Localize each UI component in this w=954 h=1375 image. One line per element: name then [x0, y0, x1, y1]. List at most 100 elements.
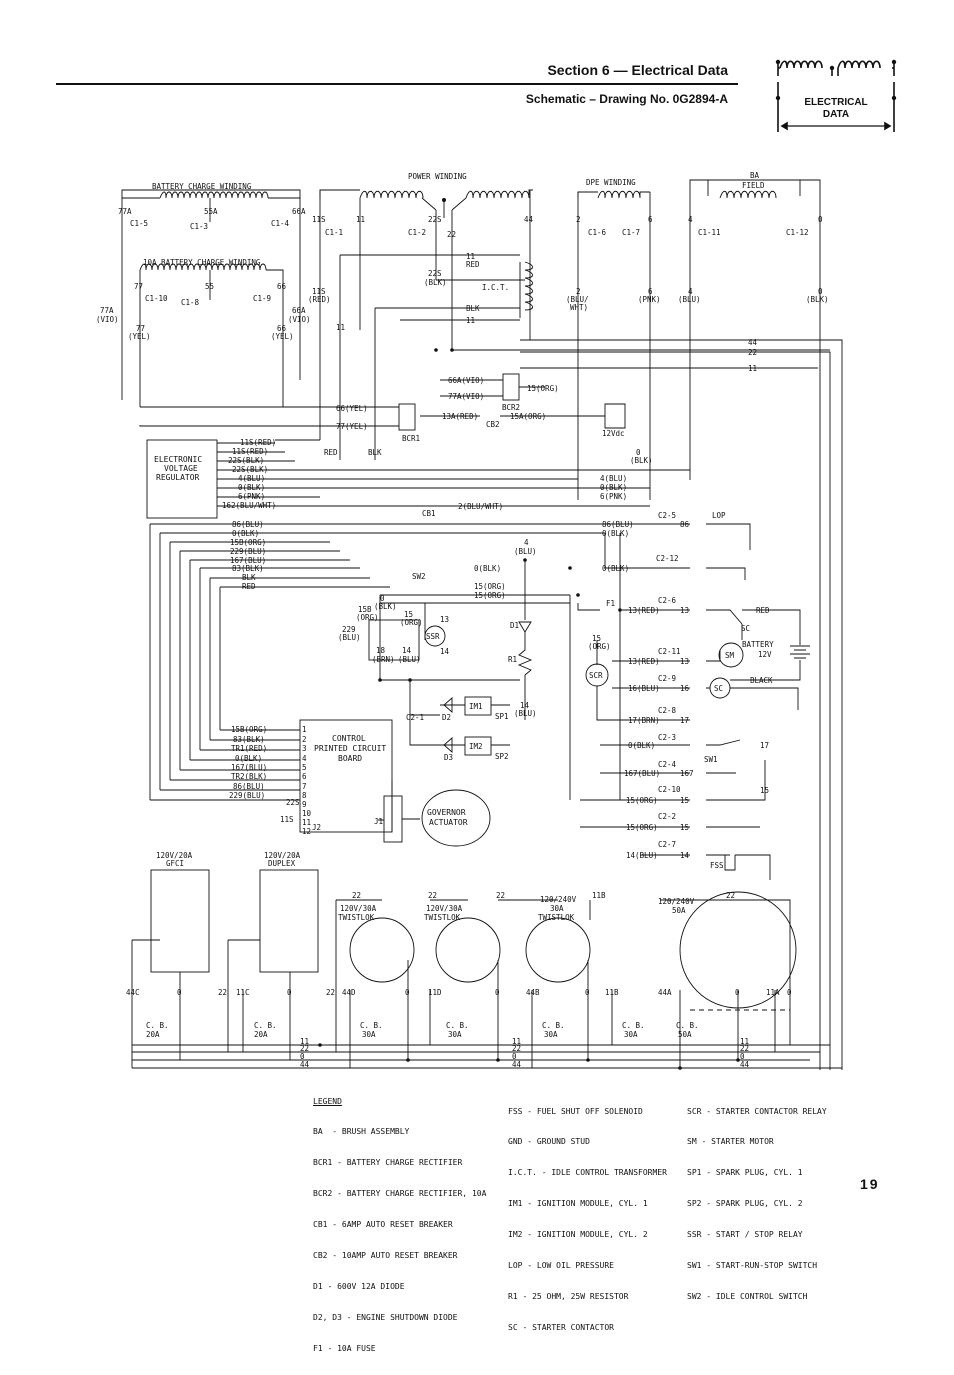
wire-label: C1-8	[181, 298, 200, 307]
wire-label: 167(BLU)	[230, 556, 266, 565]
wire-label: 0	[495, 988, 500, 997]
wire-label: 12	[302, 827, 311, 836]
wire-label: C2-12	[656, 554, 679, 563]
evr-label-3: REGULATOR	[156, 473, 200, 482]
bcr2-label: BCR2	[502, 403, 520, 412]
power-winding-label: POWER WINDING	[408, 172, 467, 181]
j1-label: J1	[374, 817, 383, 826]
header-rule	[56, 83, 738, 85]
battery-label-1: BATTERY	[742, 640, 774, 649]
sp1-label: SP1	[495, 712, 509, 721]
wire-label: C2-5	[658, 511, 676, 520]
legend-item: GND - GROUND STUD	[508, 1137, 590, 1147]
wire-label: 11D	[428, 988, 442, 997]
legend-item: I.C.T. - IDLE CONTROL TRANSFORMER	[508, 1168, 667, 1178]
legend-item: SP1 - SPARK PLUG, CYL. 1	[687, 1168, 803, 1178]
wire-label: 14(BLU)	[626, 851, 658, 860]
evr-label-2: VOLTAGE	[164, 464, 198, 473]
wire-label: 10	[302, 809, 312, 818]
wire-label: 2	[302, 735, 307, 744]
wire-label: (BLK)	[374, 602, 397, 611]
wire-label: C1-7	[622, 228, 640, 237]
governor-label-1: GOVERNOR	[427, 808, 466, 817]
ict-label: I.C.T.	[482, 283, 509, 292]
wire-label: C1-10	[145, 294, 168, 303]
lop-label: LOP	[712, 511, 726, 520]
wire-label: 15	[680, 823, 689, 832]
wire-label: 11	[748, 364, 757, 373]
wire-label: 120V/30A	[340, 904, 377, 913]
wire-label: 167(BLU)	[624, 769, 660, 778]
wire-label: 0(BLK)	[238, 483, 265, 492]
wire-label: 30A	[550, 904, 564, 913]
wire-label: 22	[496, 891, 505, 900]
bcr1-label: BCR1	[402, 434, 420, 443]
legend-item: R1 - 25 OHM, 25W RESISTOR	[508, 1291, 629, 1301]
wire-label: 14	[680, 851, 690, 860]
wire-label: 229	[342, 625, 356, 634]
wire-label: 0	[380, 594, 385, 603]
wire-label: 6	[648, 287, 653, 296]
wire-label: C1-6	[588, 228, 607, 237]
wire-label: TWISTLOK	[338, 913, 375, 922]
wire-label: 66A(VIO)	[448, 376, 484, 385]
wire-label: C1-3	[190, 222, 208, 231]
wire-label: 44D	[342, 988, 356, 997]
wire-label: 11	[512, 1037, 521, 1046]
wire-label: 20A	[254, 1030, 268, 1039]
sc-label: SC	[714, 684, 723, 693]
legend-item: SM - STARTER MOTOR	[687, 1137, 774, 1147]
wire-label: 11S	[280, 815, 294, 824]
wire-label: C1-4	[271, 219, 290, 228]
wire-label: (VIO)	[96, 315, 119, 324]
legend-item: SSR - START / STOP RELAY	[687, 1230, 803, 1240]
wire-label: (BLU)	[514, 709, 537, 718]
wire-label: 77	[134, 282, 143, 291]
wire-label: 2	[576, 287, 581, 296]
wire-label: 16	[680, 684, 690, 693]
wire-label: (YEL)	[128, 332, 151, 341]
wire-label: 13	[440, 615, 449, 624]
legend-item: FSS - FUEL SHUT OFF SOLENOID	[508, 1106, 643, 1116]
wire-label: 22S(BLK)	[232, 465, 268, 474]
wire-label: 66(YEL)	[336, 404, 368, 413]
wire-label: 30A	[362, 1030, 376, 1039]
wire-label: (BLU)	[398, 655, 421, 664]
battery-charge-10a-winding-label: 10A BATTERY CHARGE WINDING	[143, 258, 261, 267]
f1-label: F1	[606, 599, 615, 608]
wire-label: 55	[205, 282, 214, 291]
wire-label: 15(ORG)	[626, 796, 658, 805]
wire-label: 8	[302, 791, 307, 800]
wire-label: 0(BLK)	[628, 741, 655, 750]
r1-label: R1	[508, 655, 517, 664]
wire-label: 0	[287, 988, 292, 997]
wire-label: 13(RED)	[628, 657, 660, 666]
legend-item: SP2 - SPARK PLUG, CYL. 2	[687, 1199, 803, 1209]
wire-label: 83(BLK)	[233, 735, 265, 744]
sc-label-top: SC	[741, 624, 750, 633]
wire-label: 44C	[126, 988, 140, 997]
wire-label: 4(BLU)	[600, 474, 627, 483]
red-label: RED	[756, 606, 770, 615]
wire-label: GFCI	[166, 859, 184, 868]
legend-item: F1 - 10A FUSE	[313, 1343, 376, 1353]
wire-label: 4	[524, 538, 529, 547]
wire-label: 44	[748, 338, 758, 347]
pcb-label-1: CONTROL	[332, 734, 366, 743]
wire-label: 22S(BLK)	[228, 456, 264, 465]
wire-label: 22	[352, 891, 361, 900]
wire-label: 162(BLU/WHT)	[222, 501, 276, 510]
wire-label: 11	[300, 1037, 309, 1046]
wire-label: 44	[524, 215, 534, 224]
cb2-label: CB2	[486, 420, 500, 429]
wire-label: 15(ORG)	[626, 823, 658, 832]
wire-label: 13(RED)	[628, 606, 660, 615]
wire-label: 0(BLK)	[602, 564, 629, 573]
wire-label: 4	[688, 215, 693, 224]
wire-label: 22	[447, 230, 456, 239]
wire-label: 15B(ORG)	[231, 725, 267, 734]
pcb-label-3: BOARD	[338, 754, 362, 763]
legend-item: IM2 - IGNITION MODULE, CYL. 2	[508, 1230, 648, 1240]
section-title: Section 6 — Electrical Data	[547, 62, 728, 78]
wire-label: 55A	[204, 207, 218, 216]
